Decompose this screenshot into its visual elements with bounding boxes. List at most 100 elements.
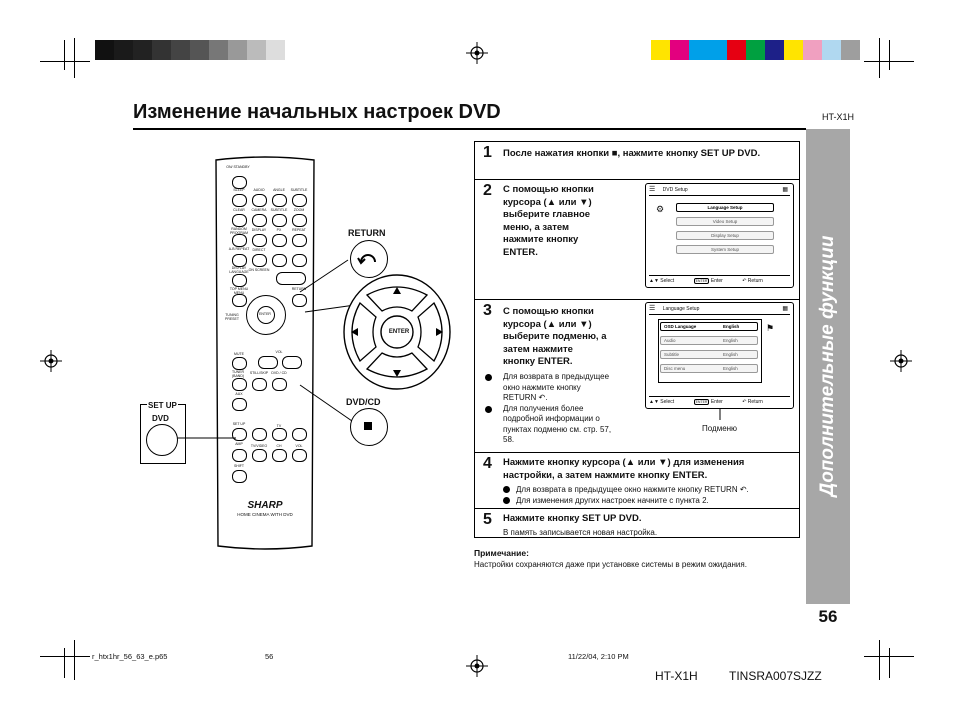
cursor-pad[interactable] bbox=[246, 295, 286, 335]
setup-dvd-button-large[interactable] bbox=[146, 424, 178, 456]
subtitle-button[interactable] bbox=[292, 194, 307, 207]
screen-1-item-video[interactable]: Video Setup bbox=[676, 217, 774, 226]
num-7-button[interactable] bbox=[292, 234, 307, 247]
label-subtitle: SUBTITLE bbox=[290, 188, 308, 192]
step-4-number: 4 bbox=[483, 455, 492, 472]
tv-video-button[interactable] bbox=[252, 449, 267, 462]
num-3-button[interactable] bbox=[272, 214, 287, 227]
label-return-remote: RETURN bbox=[291, 287, 307, 291]
step-2-line-5: нажмите кнопку bbox=[503, 234, 579, 245]
label-tv: TV bbox=[276, 424, 282, 428]
cursor-pad-large[interactable] bbox=[342, 273, 452, 391]
label-top-menu: TOP MENU MENU bbox=[229, 287, 249, 295]
screen-1-item-system[interactable]: System Setup bbox=[676, 245, 774, 254]
step-5-number: 5 bbox=[483, 511, 492, 528]
screen-2-item-audio[interactable]: Audio English bbox=[660, 336, 758, 345]
label-px: PX bbox=[276, 228, 282, 232]
num-5-button[interactable] bbox=[252, 234, 267, 247]
step-3-bullets: Для возврата в предыдущее окно нажмите к… bbox=[483, 372, 643, 446]
title-rule bbox=[133, 128, 806, 130]
dvd-cd-button-large[interactable] bbox=[350, 408, 388, 446]
power-button[interactable] bbox=[232, 176, 247, 189]
return-button-large[interactable] bbox=[350, 240, 388, 278]
angle-button[interactable] bbox=[272, 194, 287, 207]
screen-2-item-subtitle[interactable]: Subtitle English bbox=[660, 350, 758, 359]
cmyk-swatch bbox=[841, 40, 860, 60]
label-tuning-preset: TUNING PRESET bbox=[224, 313, 239, 321]
num-2-button[interactable] bbox=[252, 214, 267, 227]
tv-2-button[interactable] bbox=[292, 428, 307, 441]
num-8-button[interactable] bbox=[232, 254, 247, 267]
note-heading: Примечание: bbox=[474, 548, 529, 558]
tv-1-button[interactable] bbox=[272, 428, 287, 441]
cmyk-swatch bbox=[708, 40, 727, 60]
cmyk-swatch bbox=[803, 40, 822, 60]
label-ch: CH bbox=[276, 444, 282, 448]
enter-button-remote[interactable] bbox=[257, 306, 275, 324]
screen-2-return: Return bbox=[747, 399, 763, 405]
label-on-screen: ON SCREEN bbox=[248, 268, 270, 272]
screen-2-submenu-frame bbox=[658, 319, 762, 383]
vol-down-button[interactable] bbox=[258, 356, 278, 369]
step-1: 1 После нажатия кнопки ■, нажмите кнопку… bbox=[475, 142, 799, 179]
screen-2-osd-name: OSD Language bbox=[664, 324, 697, 329]
note-text: Настройки сохраняются даже при установке… bbox=[474, 560, 747, 569]
amp-button[interactable] bbox=[232, 449, 247, 462]
screen-1-item-language[interactable]: Language Setup bbox=[676, 203, 774, 212]
step-1-text: После нажатия кнопки ■, нажмите кнопку S… bbox=[503, 148, 761, 159]
step-4-bullets: Для возврата в предыдущее окно нажмите к… bbox=[503, 485, 798, 506]
dvd-setup-screen: ☰ DVD Setup ▦ ⚙ Language Setup Video Set… bbox=[645, 183, 794, 288]
audio-button[interactable] bbox=[252, 194, 267, 207]
step-5-subtext: В память записывается новая настройка. bbox=[503, 528, 658, 537]
label-vol-tv: VOL bbox=[295, 444, 303, 448]
mute-button[interactable] bbox=[232, 357, 247, 370]
screen-1-item-display[interactable]: Display Setup bbox=[676, 231, 774, 240]
step-3-bullet-2-line-4: 58. bbox=[503, 435, 515, 444]
label-aux: AUX bbox=[235, 392, 243, 396]
screen-2-item-osd[interactable]: OSD Language English bbox=[660, 322, 758, 331]
screen-2-item-disc-menu[interactable]: Disc menu English bbox=[660, 364, 758, 373]
tv-power-button[interactable] bbox=[252, 428, 267, 441]
display-language-button[interactable] bbox=[232, 274, 247, 287]
vol-up-button[interactable] bbox=[282, 356, 302, 369]
aux-button[interactable] bbox=[232, 398, 247, 411]
cmyk-swatch bbox=[784, 40, 803, 60]
top-menu-button[interactable] bbox=[232, 294, 247, 307]
gray-swatch bbox=[95, 40, 114, 60]
label-display: DISPLAY bbox=[251, 228, 267, 232]
num-1-button[interactable] bbox=[232, 214, 247, 227]
num-9-button[interactable] bbox=[252, 254, 267, 267]
shift-button[interactable] bbox=[232, 470, 247, 483]
num-6-button[interactable] bbox=[272, 234, 287, 247]
sleep-button[interactable] bbox=[232, 194, 247, 207]
still-skip-button[interactable] bbox=[252, 378, 267, 391]
label-mute: MUTE bbox=[234, 352, 244, 356]
step-2: 2 С помощью кнопки курсора (▲ или ▼) выб… bbox=[475, 179, 799, 300]
registration-mark-top bbox=[466, 42, 488, 64]
dvd-cd-button-remote[interactable] bbox=[272, 378, 287, 391]
num-10-button[interactable] bbox=[292, 254, 307, 267]
label-set-up: SET UP bbox=[232, 422, 246, 426]
zoom-button[interactable] bbox=[292, 214, 307, 227]
return-button-remote[interactable] bbox=[292, 294, 307, 307]
step-3-bullet-1-line-1: Для возврата в предыдущее bbox=[503, 372, 610, 381]
gray-swatch bbox=[114, 40, 133, 60]
num-0-button[interactable] bbox=[272, 254, 287, 267]
step-4-bullet-2: Для изменения других настроек начните с … bbox=[516, 495, 709, 505]
screen-1-select-icon: ▲▼ bbox=[649, 278, 659, 284]
bullet-dot bbox=[485, 374, 492, 381]
submenu-caption: Подменю bbox=[702, 424, 738, 433]
steps-panel: 1 После нажатия кнопки ■, нажмите кнопку… bbox=[474, 141, 800, 538]
ch-button[interactable] bbox=[272, 449, 287, 462]
registration-mark-left bbox=[40, 350, 62, 372]
tuner-band-button[interactable] bbox=[232, 378, 247, 391]
num-4-button[interactable] bbox=[232, 234, 247, 247]
screen-1-select: Select bbox=[660, 278, 675, 284]
page-title: Изменение начальных настроек DVD bbox=[133, 101, 501, 123]
label-enter-remote: ENTER bbox=[259, 312, 271, 316]
vol-tv-button[interactable] bbox=[292, 449, 307, 462]
step-3-bullet-2-line-2: подробной информации о bbox=[503, 414, 600, 423]
stop-icon bbox=[364, 422, 372, 430]
return-icon bbox=[357, 254, 376, 265]
on-screen-button[interactable] bbox=[276, 272, 306, 285]
